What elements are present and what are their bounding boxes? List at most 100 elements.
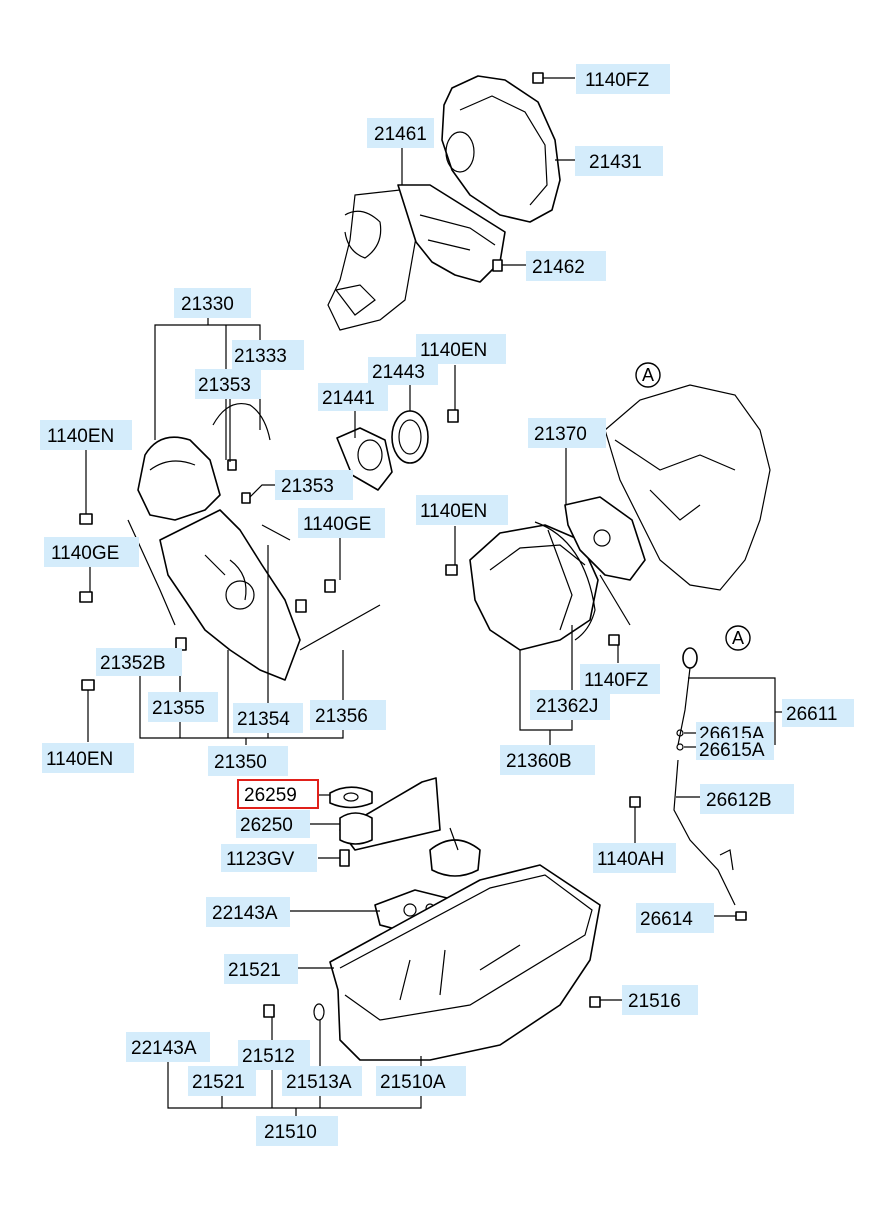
label-22143a-a[interactable]: 22143A [206, 897, 290, 927]
dipstick-tube [673, 759, 736, 906]
label-21333[interactable]: 21333 [232, 340, 304, 370]
svg-text:1140EN: 1140EN [420, 340, 487, 361]
bolts-left [79, 513, 336, 691]
svg-text:21431: 21431 [589, 152, 642, 173]
svg-text:1140FZ: 1140FZ [584, 670, 648, 691]
label-21521-b[interactable]: 21521 [188, 1066, 256, 1096]
svg-text:21461: 21461 [374, 124, 427, 145]
bolt-1140en-seal [447, 409, 459, 423]
svg-text:21352B: 21352B [100, 653, 166, 674]
label-26611[interactable]: 26611 [782, 699, 854, 727]
label-26614[interactable]: 26614 [636, 903, 714, 933]
svg-text:21443: 21443 [372, 362, 425, 383]
rear-plate [397, 184, 506, 283]
dipstick [677, 647, 698, 746]
crankshaft-oil-seal [391, 410, 429, 464]
label-1140en-a[interactable]: 1140EN [40, 420, 132, 450]
label-1140fz-top[interactable]: 1140FZ [576, 64, 670, 94]
oil-pan [329, 864, 601, 1061]
svg-text:1140EN: 1140EN [47, 426, 114, 447]
label-21441[interactable]: 21441 [318, 383, 388, 411]
bolt-21462 [492, 259, 503, 272]
label-21443[interactable]: 21443 [368, 357, 438, 385]
label-21510a[interactable]: 21510A [376, 1066, 466, 1096]
label-21461[interactable]: 21461 [367, 118, 434, 148]
leader-lines [85, 148, 783, 1116]
svg-text:1140EN: 1140EN [420, 501, 487, 522]
oil-strainer [339, 777, 481, 877]
svg-text:21441: 21441 [322, 388, 375, 409]
svg-text:1140EN: 1140EN [46, 749, 113, 770]
svg-text:22143A: 22143A [212, 903, 278, 924]
bolt-1123gv [339, 849, 350, 867]
seal-26614 [735, 911, 747, 921]
svg-text:26259: 26259 [244, 785, 297, 806]
label-21512[interactable]: 21512 [238, 1040, 310, 1070]
label-26259[interactable]: 26259 [237, 779, 319, 809]
oil-pump-case [469, 524, 599, 651]
svg-text:1140AH: 1140AH [597, 849, 664, 870]
o-rings-26615a [676, 729, 684, 751]
label-1140ah[interactable]: 1140AH [593, 843, 676, 873]
svg-text:21516: 21516 [628, 991, 681, 1012]
label-21354[interactable]: 21354 [233, 703, 303, 733]
label-1140ge-a[interactable]: 1140GE [44, 537, 139, 567]
label-21355[interactable]: 21355 [148, 692, 218, 722]
label-26615a-2[interactable]: 26615A [696, 738, 774, 761]
timing-cover-gasket-upper [212, 403, 271, 441]
svg-text:A: A [642, 365, 654, 385]
seal-21353 [227, 459, 251, 504]
label-1140fz-mid[interactable]: 1140FZ [580, 664, 660, 694]
svg-text:21370: 21370 [534, 424, 587, 445]
label-22143a-b[interactable]: 22143A [126, 1032, 210, 1062]
label-26612b[interactable]: 26612B [700, 784, 794, 814]
svg-text:21362J: 21362J [536, 696, 598, 717]
svg-text:21510: 21510 [264, 1122, 317, 1143]
svg-text:21350: 21350 [214, 752, 267, 773]
svg-text:1123GV: 1123GV [226, 849, 295, 870]
label-21516[interactable]: 21516 [622, 985, 698, 1015]
label-21462[interactable]: 21462 [526, 251, 606, 281]
label-21362j[interactable]: 21362J [530, 690, 610, 720]
label-21350[interactable]: 21350 [208, 746, 288, 776]
label-21431[interactable]: 21431 [575, 146, 663, 176]
label-1140ge-b[interactable]: 1140GE [298, 508, 385, 538]
label-1123gv[interactable]: 1123GV [221, 844, 317, 872]
engine-block-right [604, 384, 771, 591]
svg-text:21521: 21521 [228, 960, 281, 981]
svg-text:22143A: 22143A [131, 1038, 197, 1059]
svg-text:21512: 21512 [242, 1046, 295, 1067]
bolt-1140fz-top [532, 72, 575, 84]
svg-text:21353: 21353 [281, 476, 334, 497]
label-1140en-b[interactable]: 1140EN [416, 334, 506, 364]
label-1140en-c[interactable]: 1140EN [416, 495, 508, 525]
label-21353-b[interactable]: 21353 [275, 470, 353, 500]
svg-text:21330: 21330 [181, 294, 234, 315]
svg-text:1140GE: 1140GE [51, 543, 119, 564]
label-21352b[interactable]: 21352B [96, 648, 182, 676]
svg-text:21360B: 21360B [506, 751, 572, 772]
svg-text:26611: 26611 [786, 704, 837, 725]
pan-bolts [263, 996, 601, 1021]
label-21521-a[interactable]: 21521 [224, 954, 298, 984]
gasket-21362j [534, 521, 596, 641]
svg-text:21355: 21355 [152, 698, 205, 719]
rear-plate-21370 [564, 496, 646, 581]
svg-text:21521: 21521 [192, 1072, 245, 1093]
label-21360b[interactable]: 21360B [500, 745, 595, 775]
svg-text:21462: 21462 [532, 257, 585, 278]
label-21370[interactable]: 21370 [528, 418, 606, 448]
svg-text:A: A [732, 628, 744, 648]
svg-text:21333: 21333 [234, 346, 287, 367]
label-21353-a[interactable]: 21353 [195, 369, 261, 399]
label-21513a[interactable]: 21513A [282, 1066, 362, 1096]
label-1140en-d[interactable]: 1140EN [42, 743, 134, 773]
label-21356[interactable]: 21356 [310, 700, 386, 730]
label-21510[interactable]: 21510 [256, 1116, 338, 1146]
label-21330[interactable]: 21330 [174, 288, 251, 318]
label-26250[interactable]: 26250 [236, 810, 310, 838]
svg-text:21353: 21353 [198, 375, 251, 396]
bolt-1140ah [629, 796, 641, 808]
gasket-21356 [261, 524, 381, 651]
